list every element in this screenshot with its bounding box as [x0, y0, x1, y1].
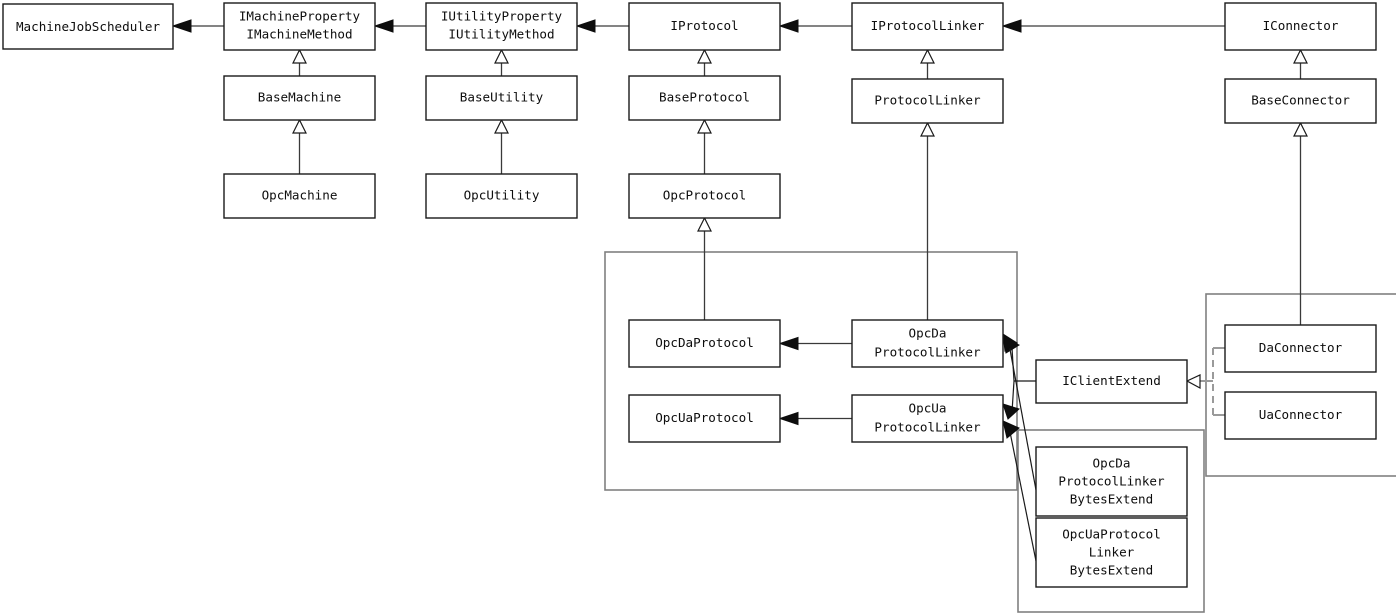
class-box-opc-machine[interactable]: OpcMachine [223, 173, 376, 219]
class-label-imachine-line1: IMachineProperty [239, 9, 361, 24]
class-label-base-utility: BaseUtility [460, 90, 544, 105]
class-label-opc-ua-protocol-linker-line1: OpcUa [909, 401, 947, 416]
class-box-ua-connector[interactable]: UaConnector [1224, 391, 1377, 440]
gen-baseconnector-to-iconnector [1293, 48, 1308, 79]
class-label-opc-utility: OpcUtility [464, 188, 540, 203]
class-label-machine-job-scheduler: MachineJobScheduler [16, 19, 160, 34]
class-label-opc-da-bytes-extend-line1: OpcDa [1093, 456, 1131, 471]
class-label-opc-protocol: OpcProtocol [663, 188, 746, 203]
class-box-iprotocol[interactable]: IProtocol [628, 2, 781, 51]
class-box-opc-da-protocol[interactable]: OpcDaProtocol [628, 319, 781, 368]
class-label-opc-ua-bytes-extend-line3: BytesExtend [1070, 563, 1153, 578]
class-label-opc-da-bytes-extend-line2: ProtocolLinker [1058, 474, 1165, 489]
gen-opcmachine-to-basemachine [292, 118, 307, 174]
class-box-opc-protocol[interactable]: OpcProtocol [628, 173, 781, 219]
class-box-iconnector[interactable]: IConnector [1224, 2, 1377, 51]
assoc-opcuabytesextend-to-opcuaprotocollinker [1002, 420, 1037, 562]
class-label-iconnector: IConnector [1263, 18, 1339, 33]
assoc-opcuaprotocollinker-to-opcuaprotocol [778, 411, 852, 426]
class-box-iclient-extend[interactable]: IClientExtend [1035, 359, 1188, 404]
class-label-opc-ua-protocol: OpcUaProtocol [655, 410, 754, 425]
class-label-iprotocol: IProtocol [670, 18, 738, 33]
realization-connectors-to-iclientextend [1185, 347, 1225, 416]
class-box-opc-da-linker-bytes-extend[interactable]: OpcDa ProtocolLinker BytesExtend [1035, 446, 1188, 517]
class-box-base-protocol[interactable]: BaseProtocol [628, 75, 781, 121]
class-label-opc-ua-protocol-linker-line2: ProtocolLinker [874, 420, 981, 435]
protocol-group-container [604, 251, 1018, 491]
assoc-iconnector-to-iprotocollinker [1001, 19, 1225, 33]
gen-baseutility-to-iutility [494, 48, 509, 76]
gen-opcutility-to-baseutility [494, 118, 509, 174]
class-label-iutility-line1: IUtilityProperty [441, 9, 563, 24]
assoc-imachine-to-machinejobscheduler [171, 19, 224, 33]
class-label-da-connector: DaConnector [1259, 340, 1343, 355]
connector-group-container [1205, 293, 1396, 477]
class-box-base-connector[interactable]: BaseConnector [1224, 78, 1377, 124]
gen-basemachine-to-imachine [292, 48, 307, 76]
assoc-iutility-to-imachine [373, 19, 426, 33]
assoc-iprotocollinker-to-iprotocol [778, 19, 852, 33]
class-box-base-machine[interactable]: BaseMachine [223, 75, 376, 121]
assoc-opcdabytesextend-to-opcdaprotocollinker [1002, 333, 1037, 491]
class-box-opc-utility[interactable]: OpcUtility [425, 173, 578, 219]
class-label-opc-da-bytes-extend-line3: BytesExtend [1070, 492, 1153, 507]
class-box-opc-ua-protocol-linker[interactable]: OpcUa ProtocolLinker [851, 394, 1004, 443]
gen-opcdaprotocol-to-opcprotocol [697, 216, 712, 320]
class-label-opc-da-protocol-linker-line2: ProtocolLinker [874, 345, 981, 360]
gen-opcprotocol-to-baseprotocol [697, 118, 712, 174]
class-label-iclient-extend: IClientExtend [1062, 373, 1161, 388]
class-label-base-machine: BaseMachine [258, 90, 341, 105]
class-label-opc-da-protocol-linker-line1: OpcDa [909, 326, 947, 341]
class-label-opc-machine: OpcMachine [262, 188, 338, 203]
class-label-iprotocol-linker: IProtocolLinker [871, 18, 985, 33]
assoc-iprotocol-to-iutility [575, 19, 629, 33]
extend-group-container [1017, 429, 1205, 613]
gen-baseprotocol-to-iprotocol [697, 48, 712, 76]
class-label-opc-ua-bytes-extend-line2: Linker [1089, 545, 1135, 560]
gen-opcdaprotocollinker-to-protocollinker [920, 121, 935, 320]
class-label-opc-ua-bytes-extend-line1: OpcUaProtocol [1062, 527, 1161, 542]
class-label-imachine-line2: IMachineMethod [246, 27, 352, 42]
class-box-da-connector[interactable]: DaConnector [1224, 324, 1377, 373]
class-label-iutility-line2: IUtilityMethod [448, 27, 554, 42]
class-box-iprotocol-linker[interactable]: IProtocolLinker [851, 2, 1004, 51]
class-box-iutility[interactable]: IUtilityProperty IUtilityMethod [425, 2, 578, 51]
gen-protocollinker-to-iprotocollinker [920, 48, 935, 79]
gen-daconnector-to-baseconnector [1293, 121, 1308, 325]
class-label-ua-connector: UaConnector [1259, 407, 1343, 422]
class-box-protocol-linker[interactable]: ProtocolLinker [851, 78, 1004, 124]
class-box-opc-ua-protocol[interactable]: OpcUaProtocol [628, 394, 781, 443]
class-box-imachine[interactable]: IMachineProperty IMachineMethod [223, 2, 376, 51]
class-label-base-connector: BaseConnector [1251, 93, 1350, 108]
class-box-machine-job-scheduler[interactable]: MachineJobScheduler [2, 3, 174, 50]
class-box-opc-ua-linker-bytes-extend[interactable]: OpcUaProtocol Linker BytesExtend [1035, 517, 1188, 588]
class-label-protocol-linker: ProtocolLinker [874, 93, 981, 108]
class-box-base-utility[interactable]: BaseUtility [425, 75, 578, 121]
class-label-opc-da-protocol: OpcDaProtocol [655, 335, 754, 350]
class-box-opc-da-protocol-linker[interactable]: OpcDa ProtocolLinker [851, 319, 1004, 368]
assoc-opcdaprotocollinker-to-opcdaprotocol [778, 336, 852, 351]
class-label-base-protocol: BaseProtocol [659, 90, 750, 105]
